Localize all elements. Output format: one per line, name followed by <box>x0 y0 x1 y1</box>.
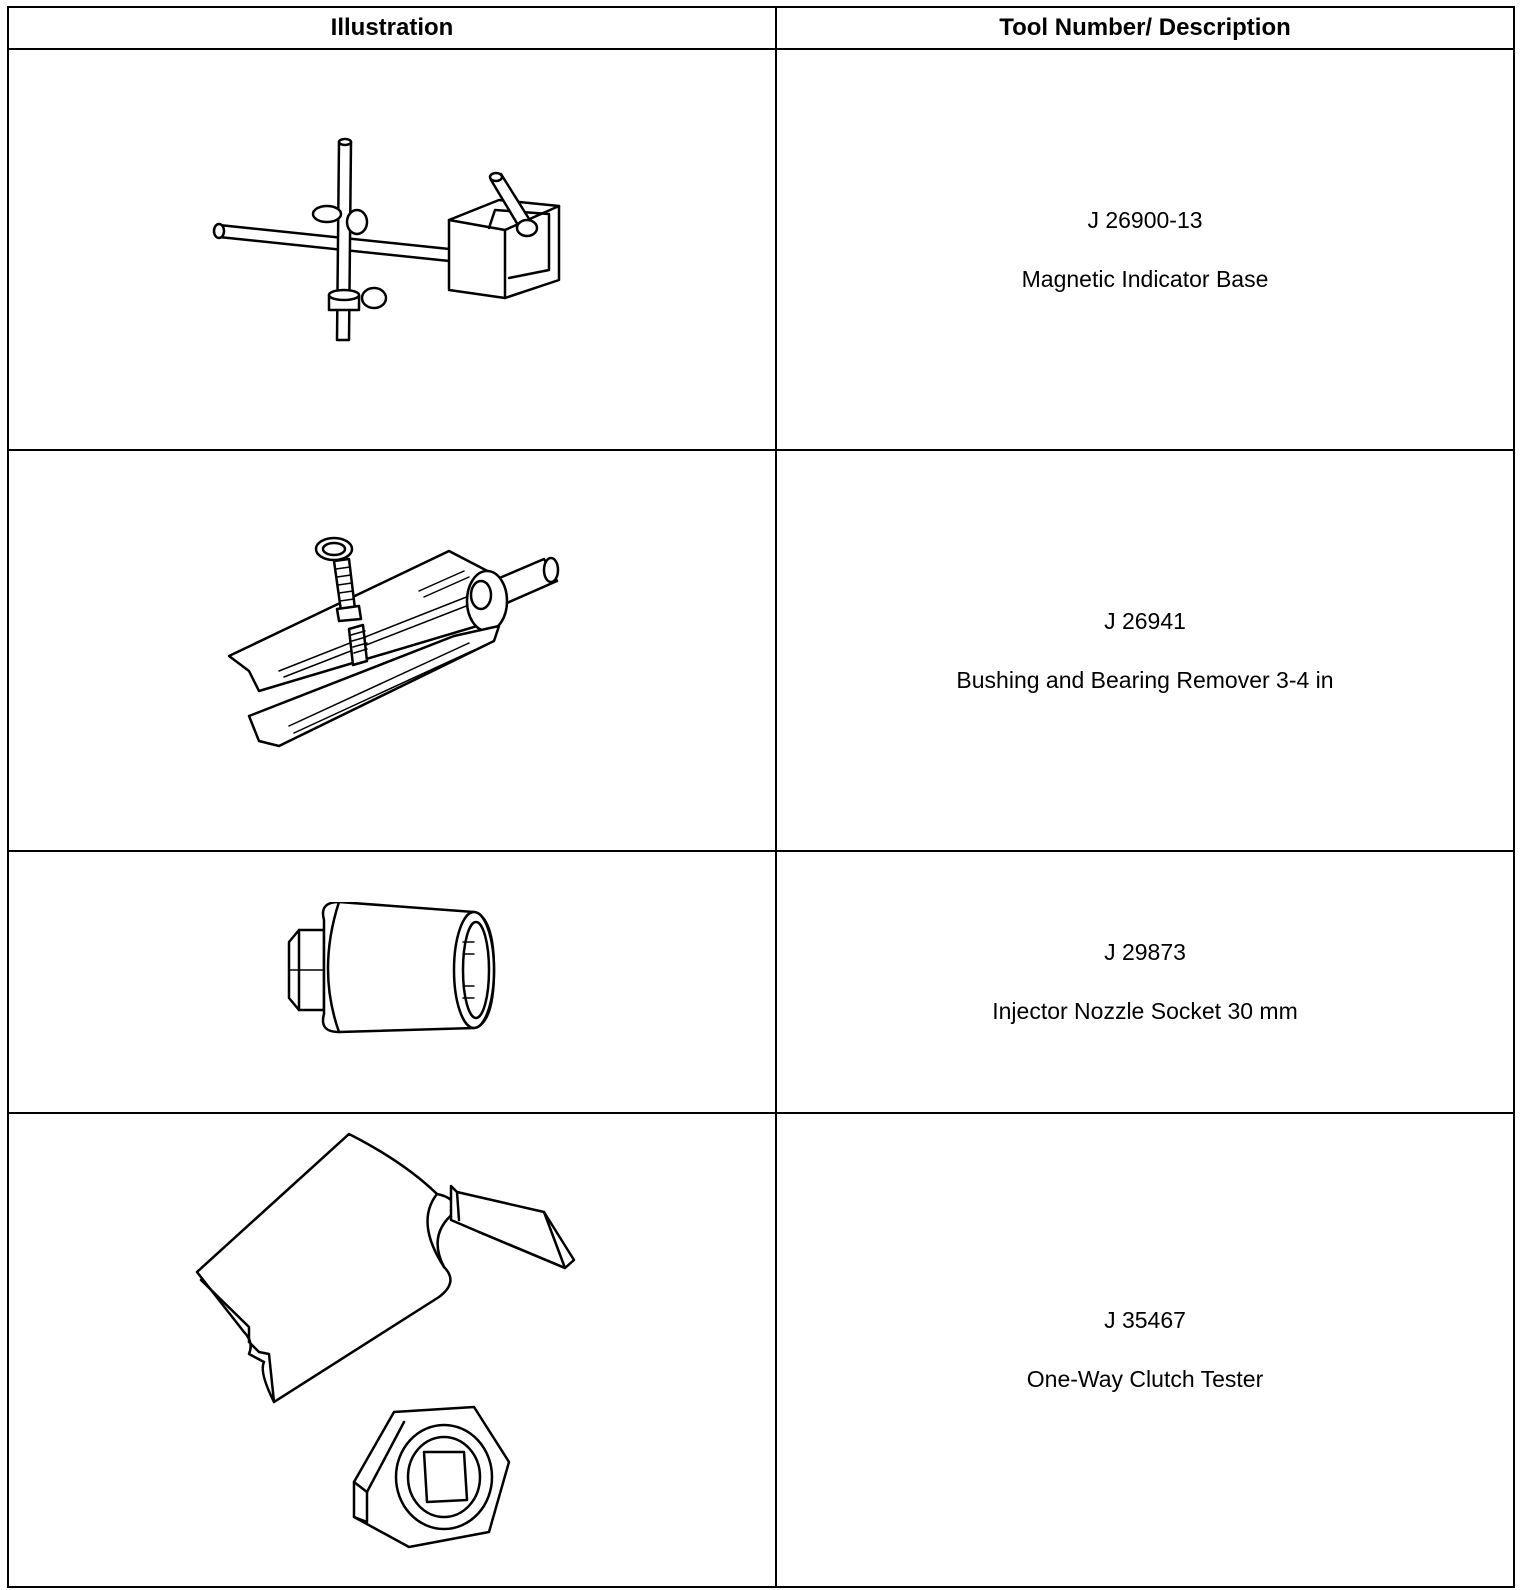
table-row: J 26900-13 Magnetic Indicator Base <box>7 48 1515 451</box>
table-row: J 26941 Bushing and Bearing Remover 3-4 … <box>7 449 1515 852</box>
tool-number: J 26941 <box>1104 607 1186 634</box>
bushing-bearing-remover-icon <box>227 536 560 748</box>
illustration-cell <box>7 1112 777 1588</box>
tool-number: J 35467 <box>1104 1307 1186 1333</box>
tool-description: Injector Nozzle Socket 30 mm <box>992 998 1298 1024</box>
magnetic-indicator-base-icon <box>212 137 561 342</box>
illustration-cell <box>7 48 777 451</box>
header-illustration: Illustration <box>7 6 777 50</box>
special-tools-table: Illustration Tool Number/ Description <box>7 6 1515 1588</box>
table-row: J 35467 One-Way Clutch Tester <box>7 1112 1515 1588</box>
description-cell: J 26941 Bushing and Bearing Remover 3-4 … <box>775 449 1515 852</box>
tool-description: One-Way Clutch Tester <box>1026 1366 1264 1392</box>
tool-number: J 29873 <box>1104 939 1186 965</box>
description-cell: J 29873 Injector Nozzle Socket 30 mm <box>775 850 1515 1114</box>
tool-number: J 26900-13 <box>1087 206 1203 233</box>
header-tool-description: Tool Number/ Description <box>775 6 1515 50</box>
description-cell: J 26900-13 Magnetic Indicator Base <box>775 48 1515 451</box>
tool-description: Magnetic Indicator Base <box>1021 265 1269 292</box>
injector-nozzle-socket-icon <box>287 902 496 1034</box>
description-cell: J 35467 One-Way Clutch Tester <box>775 1112 1515 1588</box>
header-row: Illustration Tool Number/ Description <box>7 6 1515 50</box>
illustration-cell <box>7 449 777 852</box>
illustration-cell <box>7 850 777 1114</box>
table-row: J 29873 Injector Nozzle Socket 30 mm <box>7 850 1515 1114</box>
one-way-clutch-tester-icon <box>195 1132 576 1549</box>
tool-description: Bushing and Bearing Remover 3-4 in <box>956 666 1334 693</box>
